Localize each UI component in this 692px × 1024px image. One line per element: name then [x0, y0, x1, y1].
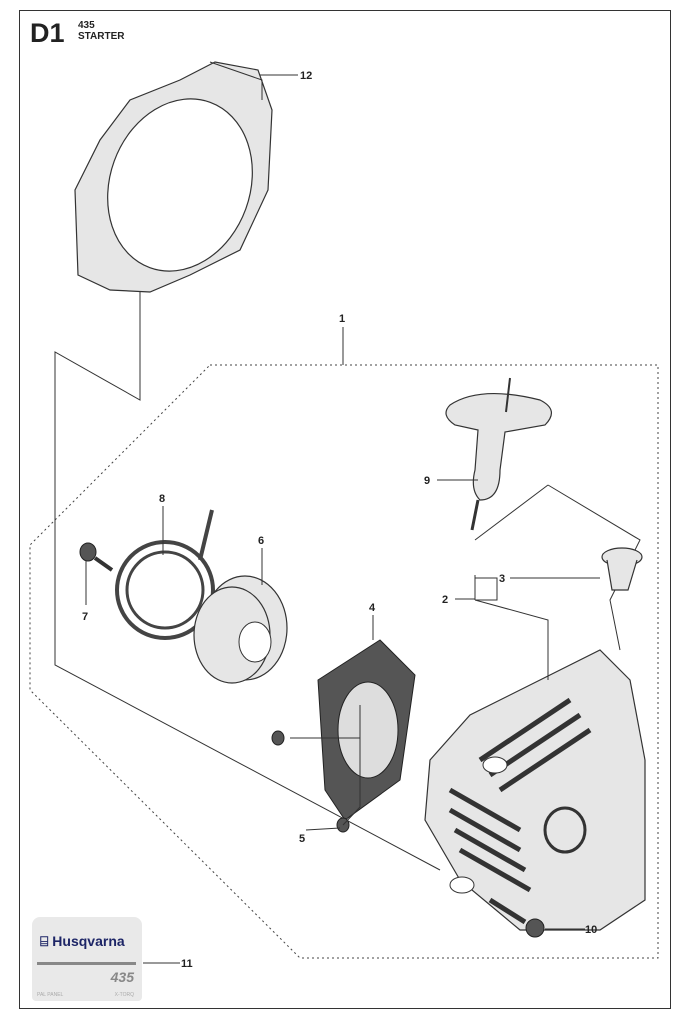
section-code: D1 — [30, 18, 65, 48]
part-6-pulley[interactable] — [193, 575, 288, 684]
part-12-fan-housing[interactable] — [74, 61, 276, 293]
brand-name: Husqvarna — [52, 933, 125, 949]
callout-4: 4 — [369, 602, 376, 614]
decal-left-small: PAL PANEL — [37, 992, 64, 998]
part-11-decal[interactable]: ⌸ Husqvarna 435 PAL PANEL X-TORQ — [32, 917, 142, 1001]
callout-11: 11 — [181, 958, 193, 970]
callout-7: 7 — [82, 611, 88, 623]
page-frame — [19, 10, 671, 1009]
part-9-starter-handle[interactable] — [445, 377, 552, 531]
brand-logo: ⌸ Husqvarna — [40, 933, 125, 949]
callout-12: 12 — [300, 70, 312, 82]
part-3-bushing[interactable] — [601, 547, 643, 591]
callout-8: 8 — [159, 493, 165, 505]
part-10-screw[interactable] — [488, 897, 545, 938]
callout-2: 2 — [442, 594, 448, 606]
part-7-screw[interactable] — [79, 542, 114, 572]
callout-3: 3 — [499, 573, 505, 585]
callout-9: 9 — [424, 475, 430, 487]
callout-1: 1 — [339, 313, 345, 325]
decal-model: 435 — [110, 969, 134, 985]
callout-10: 10 — [585, 924, 597, 936]
decal-right-small: X-TORQ — [114, 992, 134, 998]
assembly-title: STARTER — [78, 31, 125, 42]
model-number: 435 — [78, 20, 95, 31]
part-8-rope[interactable] — [115, 509, 215, 640]
decal-stripe — [37, 962, 136, 965]
callout-6: 6 — [258, 535, 264, 547]
part-4-spring-cassette[interactable] — [317, 639, 416, 821]
callout-5: 5 — [299, 833, 305, 845]
part-2-starter-cover[interactable] — [424, 649, 646, 931]
section-title: 435 STARTER — [78, 20, 124, 42]
